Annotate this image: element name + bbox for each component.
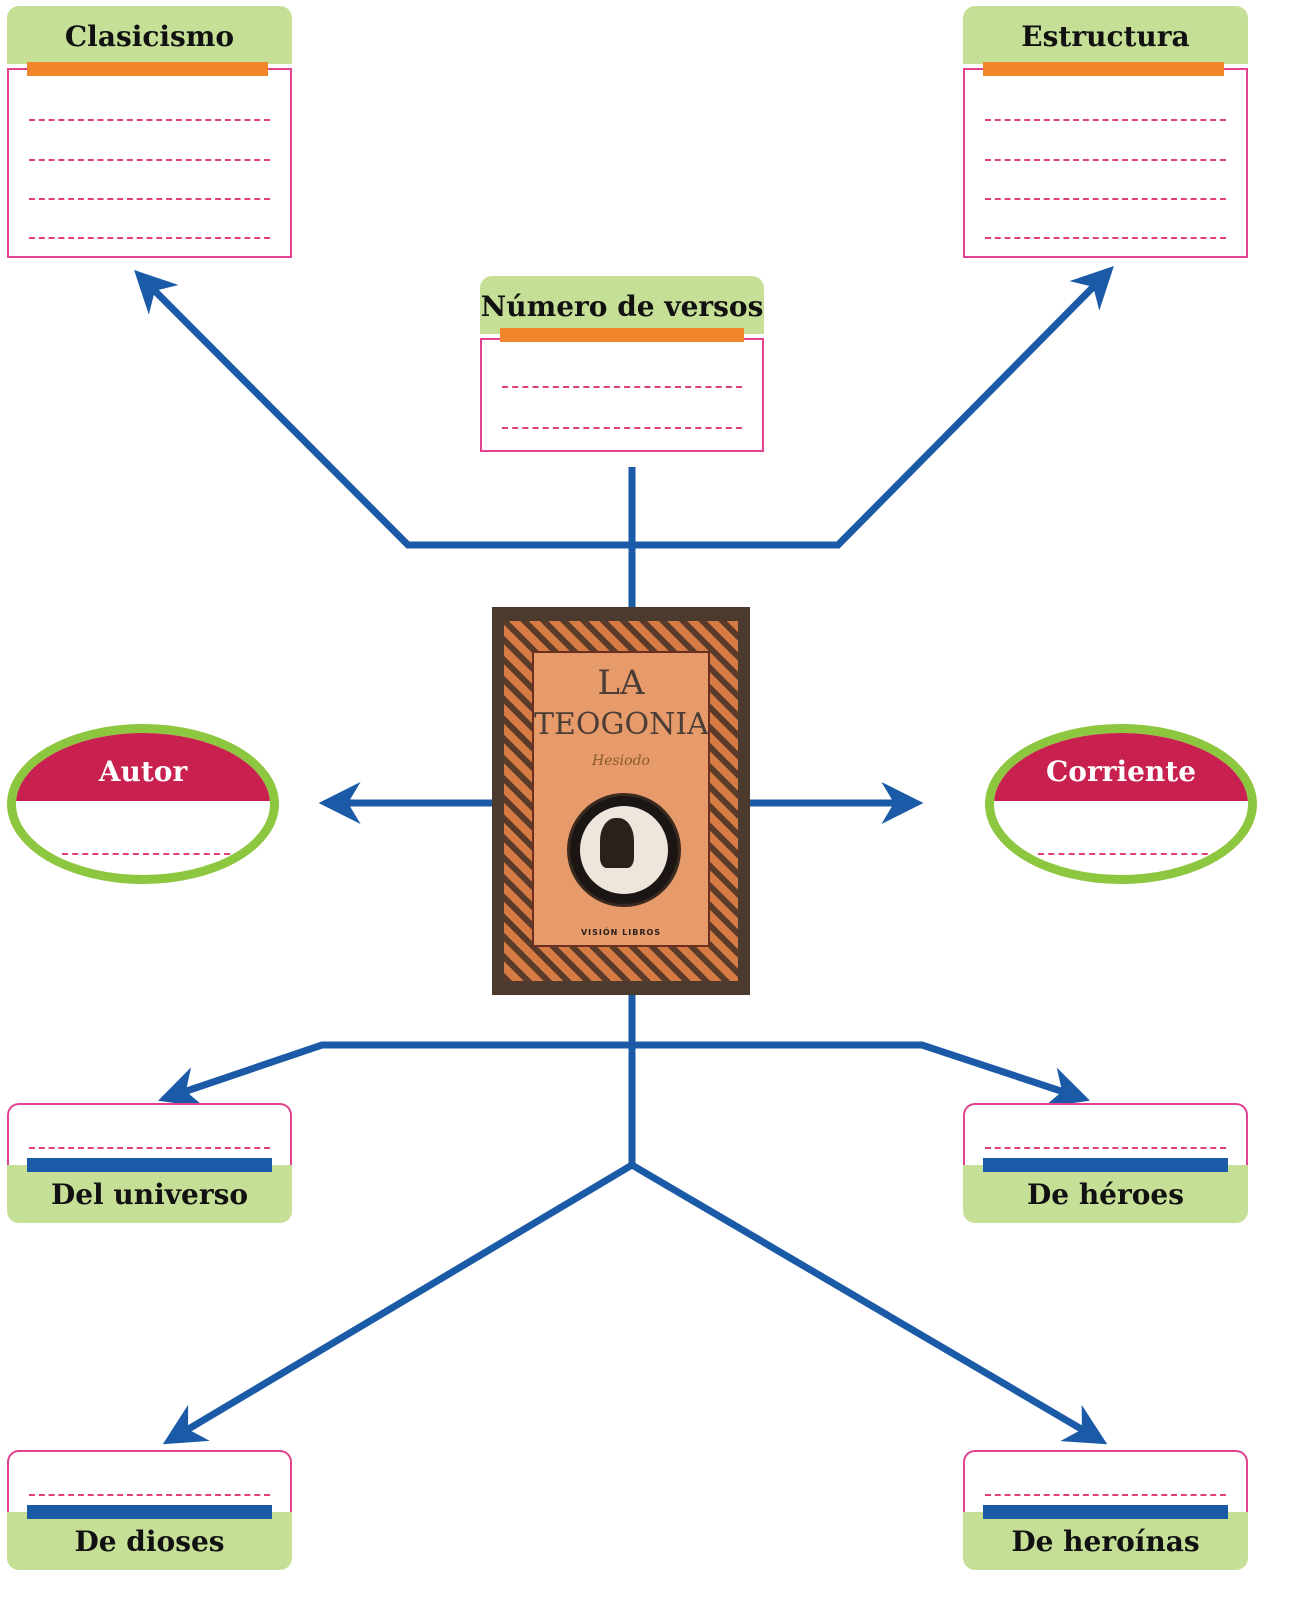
answer-line[interactable] [62, 853, 230, 855]
box-de-heroes: De héroes [963, 1103, 1248, 1223]
footer-bar [983, 1158, 1228, 1172]
box-header [7, 6, 292, 64]
box-title: Estructura [1021, 20, 1190, 53]
answer-line[interactable] [29, 1147, 270, 1149]
answer-line[interactable] [985, 1147, 1226, 1149]
box-header [480, 276, 764, 334]
book-publisher: VISIÓN LIBROS [580, 928, 662, 937]
box-title: Número de versos [480, 290, 764, 323]
medallion-figure-image [567, 793, 681, 907]
box-del-universo: Del universo [7, 1103, 292, 1223]
oval-corriente: Corriente [985, 724, 1257, 884]
answer-frame [7, 68, 292, 258]
book-title-line1: LA [597, 663, 645, 703]
answer-line[interactable] [29, 1494, 270, 1496]
connector-to-del-universo [158, 1041, 632, 1108]
book-cover-image: LA TEOGONIA Hesiodo VISIÓN LIBROS [492, 607, 750, 995]
book-author: Hesiodo [592, 753, 650, 769]
box-estructura: Estructura [963, 6, 1248, 258]
oval-title: Corriente [1045, 755, 1197, 788]
oval-cap [994, 733, 1248, 801]
answer-line[interactable] [29, 198, 270, 200]
box-de-heroinas: De heroínas [963, 1450, 1248, 1570]
connector-to-de-heroes [632, 1041, 1090, 1108]
answer-line[interactable] [985, 198, 1226, 200]
footer-bar [27, 1158, 272, 1172]
box-numero-de-versos: Número de versos [480, 276, 764, 452]
oval-cap [16, 733, 270, 801]
cover-panel: LA TEOGONIA Hesiodo VISIÓN LIBROS [532, 651, 710, 947]
box-header [963, 6, 1248, 64]
connector-to-clasicismo [134, 270, 632, 549]
answer-line[interactable] [985, 237, 1226, 239]
answer-line[interactable] [502, 386, 742, 388]
footer-bar [983, 1505, 1228, 1519]
answer-frame [963, 68, 1248, 258]
header-bar [500, 328, 744, 342]
header-bar [27, 62, 268, 76]
box-de-dioses: De dioses [7, 1450, 292, 1570]
box-title: De heroínas [1011, 1525, 1200, 1558]
box-footer [963, 1165, 1248, 1223]
answer-line[interactable] [985, 119, 1226, 121]
footer-bar [27, 1505, 272, 1519]
answer-line[interactable] [29, 237, 270, 239]
connector-to-de-dioses [162, 1161, 634, 1445]
header-bar [983, 62, 1224, 76]
oval-title: Autor [98, 755, 188, 788]
connector-to-de-heroinas [630, 1161, 1108, 1445]
box-title: Clasicismo [64, 20, 235, 53]
box-title: Del universo [50, 1178, 249, 1211]
answer-line[interactable] [985, 159, 1226, 161]
book-title-line2: TEOGONIA [534, 707, 709, 742]
box-footer [963, 1512, 1248, 1570]
answer-line[interactable] [1038, 853, 1218, 855]
box-clasicismo: Clasicismo [7, 6, 292, 258]
connector-to-estructura [632, 266, 1114, 549]
box-footer [7, 1512, 292, 1570]
answer-line[interactable] [29, 159, 270, 161]
answer-line[interactable] [502, 427, 742, 429]
box-title: De héroes [1026, 1178, 1185, 1211]
answer-frame [480, 338, 764, 452]
box-title: De dioses [74, 1525, 225, 1558]
answer-line[interactable] [29, 119, 270, 121]
answer-line[interactable] [985, 1494, 1226, 1496]
box-footer [7, 1165, 292, 1223]
oval-autor: Autor [7, 724, 279, 884]
